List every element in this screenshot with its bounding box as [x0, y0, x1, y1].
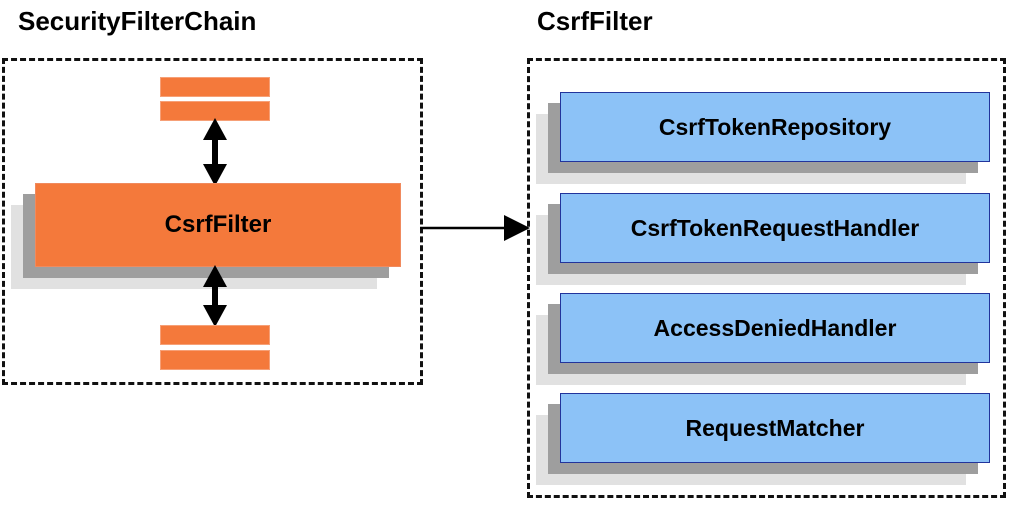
arrow-up-down-bottom	[203, 265, 227, 327]
page-title-security-filter-chain: SecurityFilterChain	[18, 6, 257, 36]
arrow-up-down-top	[203, 118, 227, 186]
collaborator-card-label: CsrfTokenRepository	[560, 92, 990, 162]
collaborator-card-label: AccessDeniedHandler	[560, 293, 990, 363]
collaborator-card-csrf-token-repository[interactable]: CsrfTokenRepository	[536, 92, 990, 184]
page-title-csrf-filter: CsrfFilter	[537, 6, 653, 36]
collaborator-card-label: RequestMatcher	[560, 393, 990, 463]
collaborator-card-request-matcher[interactable]: RequestMatcher	[536, 393, 990, 485]
csrf-filter-card-label: CsrfFilter	[35, 183, 401, 267]
filter-bar-below-1	[160, 325, 270, 345]
collaborator-card-label: CsrfTokenRequestHandler	[560, 193, 990, 263]
arrow-left-to-right	[420, 215, 530, 241]
collaborator-card-access-denied-handler[interactable]: AccessDeniedHandler	[536, 293, 990, 385]
filter-bar-above-1	[160, 77, 270, 97]
csrf-filter-collaborators-panel	[527, 58, 1006, 498]
csrf-filter-card[interactable]: CsrfFilter	[11, 183, 401, 289]
filter-bar-below-2	[160, 350, 270, 370]
collaborator-card-csrf-token-request-handler[interactable]: CsrfTokenRequestHandler	[536, 193, 990, 285]
security-filter-chain-panel	[2, 58, 423, 385]
